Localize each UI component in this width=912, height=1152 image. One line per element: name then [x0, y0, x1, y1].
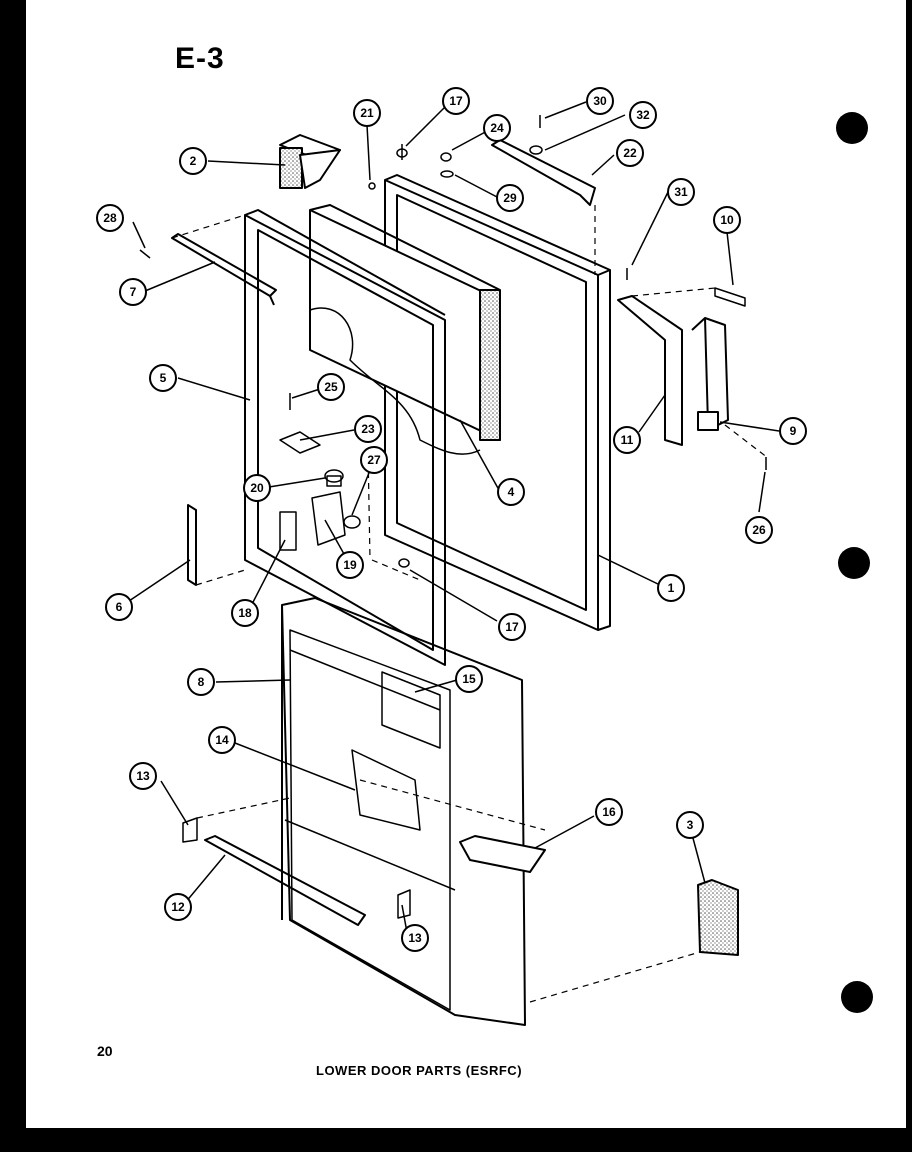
callout-30: 30 — [586, 87, 614, 115]
callout-8: 8 — [187, 668, 215, 696]
svg-text:24: 24 — [490, 121, 504, 135]
callout-17-top: 17 — [442, 87, 470, 115]
part-5-liner-frame — [244, 209, 446, 666]
part-14-plate — [351, 749, 421, 831]
callout-19: 19 — [336, 551, 364, 579]
callout-6: 6 — [105, 593, 133, 621]
callout-12: 12 — [164, 893, 192, 921]
callout-13-right: 13 — [401, 924, 429, 952]
part-6-side-strip — [187, 504, 197, 586]
leader-lines — [128, 101, 780, 939]
part-1-door-frame — [384, 174, 611, 631]
callout-14: 14 — [208, 726, 236, 754]
callout-25: 25 — [317, 373, 345, 401]
svg-text:19: 19 — [343, 558, 357, 572]
part-3-gasket-block — [697, 879, 739, 956]
callout-10: 10 — [713, 206, 741, 234]
svg-text:14: 14 — [215, 733, 229, 747]
part-4-insulation-panel — [309, 204, 501, 455]
callout-31: 31 — [667, 178, 695, 206]
callout-28: 28 — [96, 204, 124, 232]
part-16-tray — [459, 835, 546, 873]
svg-text:9: 9 — [790, 424, 797, 438]
callout-29: 29 — [496, 184, 524, 212]
callout-9: 9 — [779, 417, 807, 445]
callout-22: 22 — [616, 139, 644, 167]
callout-18: 18 — [231, 599, 259, 627]
callout-bubbles: 1 2 3 4 5 6 7 8 9 10 11 12 13 13 14 15 1… — [96, 87, 807, 952]
binder-holes — [836, 112, 873, 1013]
callout-4: 4 — [497, 478, 525, 506]
svg-text:30: 30 — [593, 94, 607, 108]
callout-27: 27 — [360, 446, 388, 474]
svg-text:27: 27 — [367, 453, 381, 467]
svg-text:21: 21 — [360, 106, 374, 120]
callout-26: 26 — [745, 516, 773, 544]
callout-13-left: 13 — [129, 762, 157, 790]
callout-3: 3 — [676, 811, 704, 839]
svg-text:23: 23 — [361, 422, 375, 436]
diagram-heading: E-3 — [175, 42, 225, 75]
screws — [139, 115, 767, 470]
svg-text:26: 26 — [752, 523, 766, 537]
callout-23: 23 — [354, 415, 382, 443]
callout-5: 5 — [149, 364, 177, 392]
svg-text:13: 13 — [136, 769, 150, 783]
svg-text:17: 17 — [449, 94, 463, 108]
svg-text:11: 11 — [621, 433, 634, 447]
svg-text:10: 10 — [720, 213, 734, 227]
part-12-bottom-rail — [204, 835, 366, 926]
svg-text:22: 22 — [623, 146, 637, 160]
callout-1: 1 — [657, 574, 685, 602]
part-11-handle-bracket — [617, 295, 683, 446]
callout-7: 7 — [119, 278, 147, 306]
diagram-sheet — [26, 0, 906, 1128]
diagram-caption: LOWER DOOR PARTS (ESRFC) — [316, 1063, 523, 1078]
center-hardware-cluster — [279, 144, 543, 568]
assembly-lines — [171, 205, 769, 1003]
svg-text:2: 2 — [190, 154, 197, 168]
svg-text:13: 13 — [408, 931, 422, 945]
part-9-handle — [691, 317, 729, 431]
callout-11: 11 — [613, 426, 641, 454]
part-8-lower-liner — [281, 597, 526, 1026]
svg-text:3: 3 — [687, 818, 694, 832]
svg-text:1: 1 — [668, 581, 675, 595]
svg-text:20: 20 — [250, 481, 264, 495]
svg-text:16: 16 — [602, 805, 616, 819]
svg-text:15: 15 — [462, 672, 476, 686]
callout-17-bottom: 17 — [498, 613, 526, 641]
svg-text:31: 31 — [674, 185, 688, 199]
callout-21: 21 — [353, 99, 381, 127]
svg-text:7: 7 — [130, 285, 137, 299]
part-7-top-strip — [171, 233, 277, 297]
part-10-handle-trim — [714, 287, 746, 307]
callout-32: 32 — [629, 101, 657, 129]
svg-text:8: 8 — [198, 675, 205, 689]
part-2-hinge-block — [279, 134, 341, 189]
svg-text:12: 12 — [171, 900, 185, 914]
part-13-clip-right — [397, 889, 411, 919]
svg-text:18: 18 — [238, 606, 252, 620]
svg-text:32: 32 — [636, 108, 650, 122]
svg-text:29: 29 — [503, 191, 517, 205]
svg-text:4: 4 — [508, 485, 515, 499]
part-13-clip-left — [182, 817, 198, 843]
svg-text:17: 17 — [505, 620, 519, 634]
svg-text:28: 28 — [103, 211, 117, 225]
callout-20: 20 — [243, 474, 271, 502]
svg-text:6: 6 — [116, 600, 123, 614]
callout-15: 15 — [455, 665, 483, 693]
svg-text:5: 5 — [160, 371, 167, 385]
page-number: 20 — [97, 1043, 113, 1059]
callout-2: 2 — [179, 147, 207, 175]
callout-16: 16 — [595, 798, 623, 826]
callout-24: 24 — [483, 114, 511, 142]
svg-text:25: 25 — [324, 380, 338, 394]
